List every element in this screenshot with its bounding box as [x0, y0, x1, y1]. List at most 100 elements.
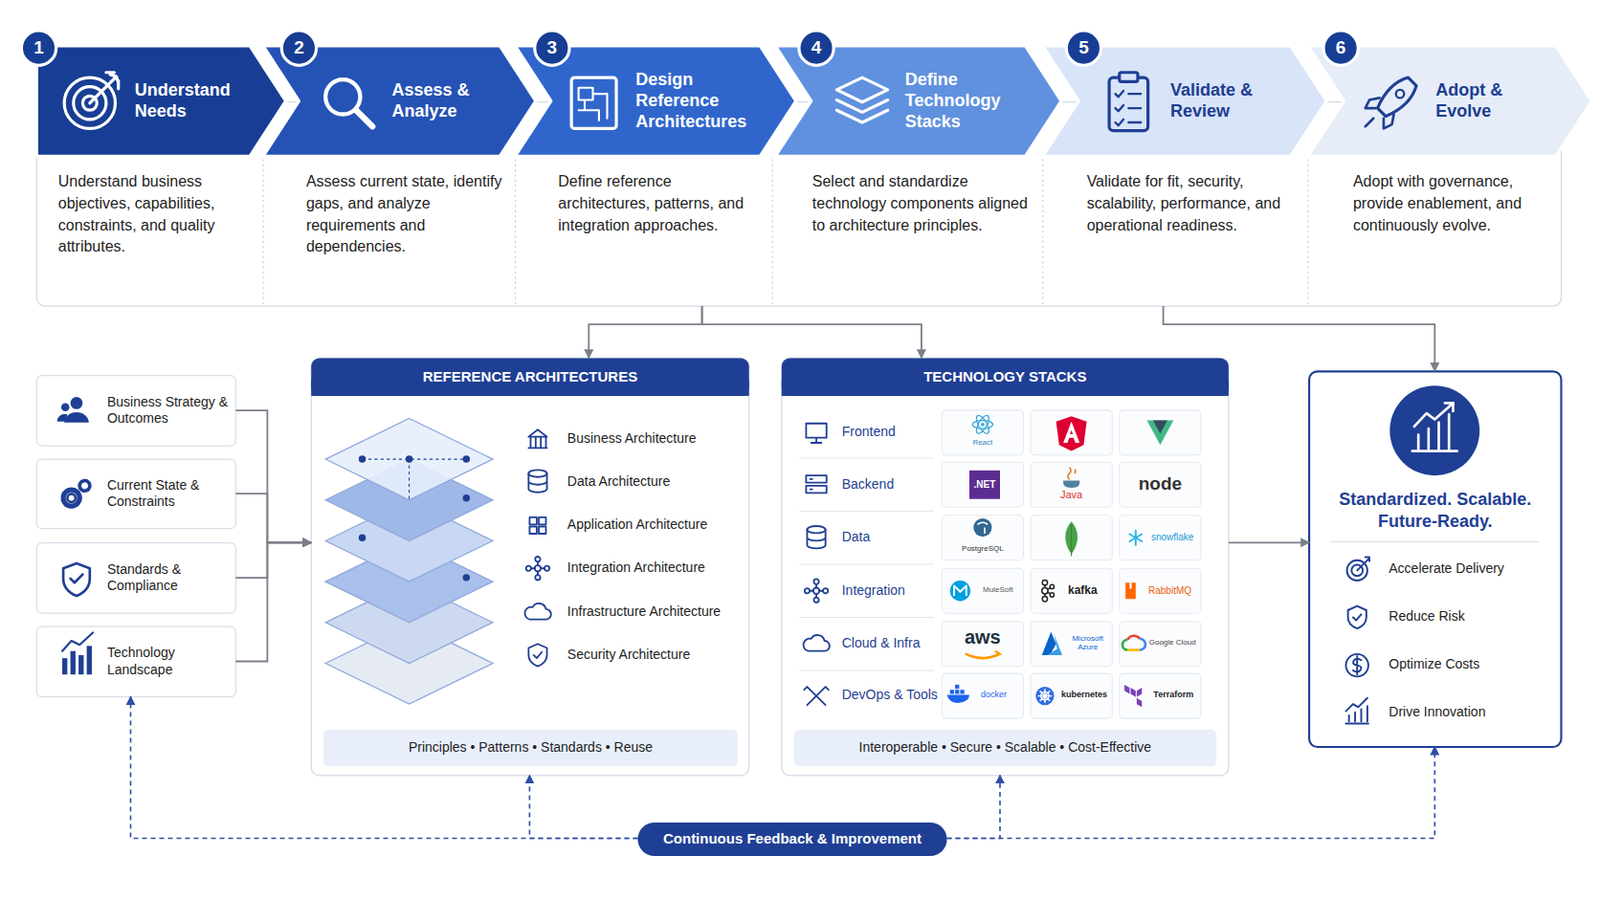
logo-text: Google Cloud: [1143, 635, 1201, 652]
process-step: Define Technology StacksSelect and stand…: [772, 45, 1044, 307]
logo-tile: Terraform: [1119, 673, 1201, 719]
feedback-label: Continuous Feedback & Improvement: [637, 822, 947, 856]
logo-tile: React: [941, 410, 1023, 456]
logo-tile: kubernetes: [1030, 673, 1112, 719]
architecture-item: Data Architecture: [567, 468, 747, 494]
logo-tile: docker: [941, 673, 1023, 719]
logo-text: .NET: [969, 470, 1000, 500]
logo-text: snowflake: [1143, 529, 1201, 546]
stack-row-label: Integration: [842, 578, 940, 604]
step-title: Understand Needs: [134, 56, 262, 147]
process-step: Assess & AnalyzeAssess current state, id…: [263, 45, 515, 307]
step-title: Validate & Review: [1170, 56, 1297, 147]
logo-text: PostgreSQL: [941, 543, 1023, 556]
footer-text: Interoperable • Secure • Scalable • Cost…: [794, 729, 1217, 766]
panel-heading: REFERENCE ARCHITECTURES: [311, 357, 749, 396]
feedback-pill: Continuous Feedback & Improvement: [637, 822, 947, 856]
step-description: Adopt with governance, provide enablemen…: [1353, 171, 1552, 296]
input-box: Business Strategy & Outcomes: [36, 375, 236, 446]
stack-row-label: Frontend: [842, 420, 940, 445]
connector: [235, 493, 312, 543]
outcome-item: Accelerate Delivery: [1388, 556, 1553, 582]
connector: [529, 775, 638, 839]
logo-text: docker: [970, 688, 1018, 704]
stack-row-label: Cloud & Infra: [842, 631, 940, 657]
logo-text: Java: [1030, 487, 1112, 504]
step-title: Adopt & Evolve: [1435, 56, 1558, 147]
step-title: Design Reference Architectures: [635, 56, 762, 147]
logo-text: React: [941, 437, 1023, 450]
step-description: Understand business objectives, capabili…: [58, 171, 254, 296]
panel-heading: TECHNOLOGY STACKS: [781, 357, 1229, 396]
outcome-item: Optimize Costs: [1388, 652, 1553, 678]
step-title: Assess & Analyze: [391, 56, 518, 147]
connector: [947, 775, 1001, 839]
logo-tile: snowflake: [1119, 514, 1201, 560]
architecture-item: Application Architecture: [567, 512, 747, 538]
input-box: Standards & Compliance: [36, 542, 236, 614]
logo-text: Terraform: [1145, 688, 1201, 705]
process-step: Adopt & EvolveAdopt with governance, pro…: [1308, 45, 1561, 307]
architecture-item: Infrastructure Architecture: [567, 600, 747, 625]
stack-panel: TECHNOLOGY STACKS FrontendBackendDataInte…: [781, 357, 1229, 776]
logo-tile: PostgreSQL: [941, 514, 1023, 560]
logo-text: RabbitMQ: [1138, 582, 1201, 600]
panel-footer: Principles • Patterns • Standards • Reus…: [323, 729, 738, 766]
logo-tile: RabbitMQ: [1119, 568, 1201, 614]
reference-panel: REFERENCE ARCHITECTURES Business Architec…: [311, 357, 749, 776]
input-label: Technology Landscape: [107, 626, 232, 698]
logo-text: kafka: [1057, 580, 1109, 601]
process-step: Design Reference ArchitecturesDefine ref…: [514, 45, 773, 307]
footer-text: Principles • Patterns • Standards • Reus…: [323, 729, 738, 766]
outcome-heading: Standardized. Scalable. Future-Ready.: [1319, 481, 1552, 541]
logo-tile: .NET: [941, 462, 1023, 508]
logo-tile: Google Cloud: [1119, 621, 1201, 667]
step-description: Select and standardize technology compon…: [812, 171, 1033, 296]
callout-number: 3: [534, 30, 570, 66]
input-box: Technology Landscape: [36, 626, 236, 698]
outcome-item: Drive Innovation: [1388, 699, 1553, 725]
input-label: Standards & Compliance: [107, 542, 232, 614]
logo-text: kubernetes: [1056, 688, 1113, 705]
logo-text: aws: [941, 624, 1023, 652]
architecture-item: Integration Architecture: [567, 555, 747, 581]
step-description: Assess current state, identify gaps, and…: [306, 171, 506, 296]
callout-number: 6: [1323, 30, 1358, 66]
connector: [235, 542, 312, 662]
callout-number: 5: [1066, 30, 1101, 66]
logo-tile: MuleSoft: [941, 568, 1023, 614]
step-title: Define Technology Stacks: [905, 56, 1032, 147]
connector: [131, 696, 639, 839]
logo-tile: Java: [1030, 462, 1112, 508]
connector: [1163, 306, 1436, 372]
step-description: Validate for fit, security, scalability,…: [1087, 171, 1299, 296]
panel-footer: Interoperable • Secure • Scalable • Cost…: [794, 729, 1217, 766]
logo-tile: Microsoft Azure: [1030, 621, 1112, 667]
callout-number: 2: [281, 30, 316, 66]
logo-text: MuleSoft: [972, 582, 1023, 600]
stack-row-label: DevOps & Tools: [842, 683, 940, 709]
input-box: Current State & Constraints: [36, 459, 236, 530]
input-label: Current State & Constraints: [107, 459, 232, 530]
logo-text: node: [1119, 467, 1201, 501]
logo-tile: aws: [941, 621, 1023, 667]
architecture-item: Security Architecture: [567, 643, 747, 668]
process-step: Understand NeedsUnderstand business obje…: [36, 45, 264, 307]
process-step: Validate & ReviewValidate for fit, secur…: [1043, 45, 1309, 307]
logo-tile: kafka: [1030, 568, 1112, 614]
connector: [702, 306, 922, 358]
input-label: Business Strategy & Outcomes: [107, 375, 232, 446]
stack-row-label: Data: [842, 525, 940, 551]
connector: [947, 747, 1436, 840]
step-description: Define reference architectures, patterns…: [557, 171, 762, 296]
outcome-box: Standardized. Scalable. Future-Ready. Acc…: [1309, 371, 1561, 747]
logo-text: Microsoft Azure: [1063, 632, 1112, 655]
connector: [1228, 541, 1310, 544]
connector: [235, 542, 312, 578]
architecture-item: Business Architecture: [567, 426, 747, 452]
callout-number: 1: [21, 30, 56, 66]
outcome-item: Reduce Risk: [1388, 604, 1553, 630]
stack-row-label: Backend: [842, 472, 940, 498]
